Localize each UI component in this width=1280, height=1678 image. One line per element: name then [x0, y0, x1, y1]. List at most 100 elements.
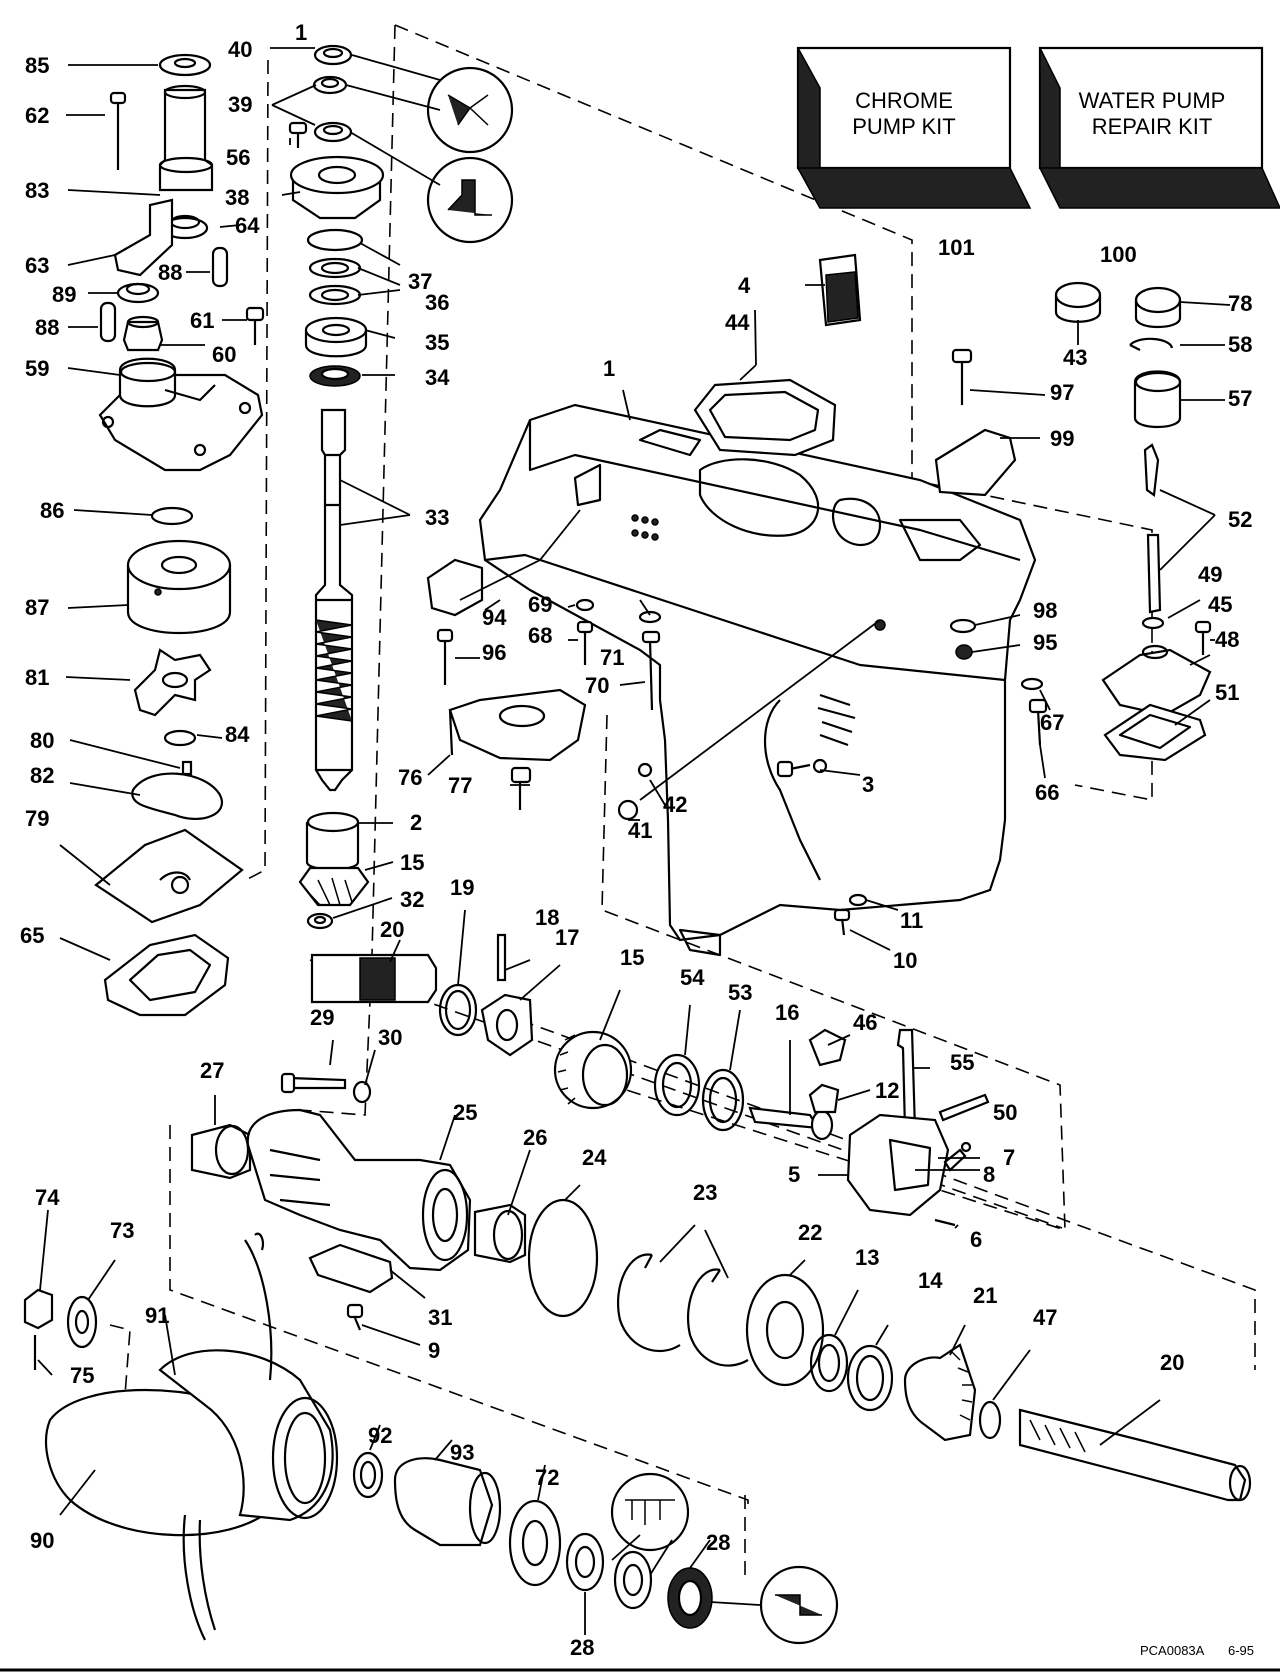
callout-50: 50: [993, 1100, 1017, 1125]
callout-17: 17: [555, 925, 579, 950]
drawing-code: PCA0083A 6-95: [1140, 1643, 1254, 1658]
callout-68: 68: [528, 623, 552, 648]
callout-15-gear: 15: [620, 945, 644, 970]
callout-37: 37: [408, 269, 432, 294]
callout-73: 73: [110, 1218, 134, 1243]
callout-52: 52: [1228, 507, 1252, 532]
callout-39: 39: [228, 92, 252, 117]
seal-detail-callouts: [345, 54, 839, 1645]
callout-93: 93: [450, 1440, 474, 1465]
callout-60: 60: [212, 342, 236, 367]
callout-89: 89: [52, 282, 76, 307]
callout-88-lower: 88: [35, 315, 59, 340]
callout-81: 81: [25, 665, 49, 690]
callout-83: 83: [25, 178, 49, 203]
callout-14: 14: [918, 1268, 943, 1293]
callout-35: 35: [425, 330, 449, 355]
drawing-code-date: 6-95: [1228, 1643, 1254, 1658]
callout-53: 53: [728, 980, 752, 1005]
callout-94: 94: [482, 605, 507, 630]
callout-85: 85: [25, 53, 49, 78]
callout-100: 100: [1100, 242, 1137, 267]
callout-77: 77: [448, 773, 472, 798]
callout-99: 99: [1050, 426, 1074, 451]
callout-47: 47: [1033, 1305, 1057, 1330]
callout-28-right: 28: [706, 1530, 730, 1555]
callout-40: 40: [228, 37, 252, 62]
callout-98: 98: [1033, 598, 1057, 623]
callout-26: 26: [523, 1125, 547, 1150]
callout-78: 78: [1228, 291, 1252, 316]
bearing-carrier-parts: [190, 1072, 1252, 1502]
callout-101: 101: [938, 235, 975, 260]
callout-1-top: 1: [295, 20, 307, 45]
callout-23: 23: [693, 1180, 717, 1205]
callout-97: 97: [1050, 380, 1074, 405]
callout-20-upper: 20: [380, 917, 404, 942]
callout-88-upper: 88: [158, 260, 182, 285]
water-pump-parts: [94, 53, 265, 1017]
shift-linkage-parts: [693, 253, 1212, 762]
callout-91: 91: [145, 1303, 169, 1328]
callout-41: 41: [628, 818, 652, 843]
callout-95: 95: [1033, 630, 1057, 655]
callout-48: 48: [1215, 627, 1239, 652]
callout-36: 36: [425, 290, 449, 315]
callout-2: 2: [410, 810, 422, 835]
callout-11: 11: [900, 908, 923, 933]
callout-42: 42: [663, 792, 687, 817]
callout-63: 63: [25, 253, 49, 278]
drawing-code-id: PCA0083A: [1140, 1643, 1205, 1658]
callout-31: 31: [428, 1305, 452, 1330]
callout-20-propshaft: 20: [1160, 1350, 1184, 1375]
callout-8: 8: [983, 1162, 995, 1187]
callout-5: 5: [788, 1162, 800, 1187]
callout-7: 7: [1003, 1145, 1015, 1170]
callout-72: 72: [535, 1465, 559, 1490]
callout-3: 3: [862, 772, 874, 797]
callout-10: 10: [893, 948, 917, 973]
water-kit-line2: REPAIR KIT: [1092, 114, 1213, 139]
gearcase-housing: [478, 403, 1037, 957]
callout-9: 9: [428, 1338, 440, 1363]
driveshaft-parts: [288, 44, 385, 930]
callout-24: 24: [582, 1145, 607, 1170]
callout-71: 71: [600, 645, 624, 670]
callout-70: 70: [585, 673, 609, 698]
callout-58: 58: [1228, 332, 1252, 357]
chrome-kit-line2: PUMP KIT: [852, 114, 956, 139]
propeller-parts: [23, 1232, 713, 1641]
callout-6: 6: [970, 1227, 982, 1252]
callout-84: 84: [225, 722, 250, 747]
part-number-labels: 85 62 83 64 63 88 89 88 61 60 59 86 87 8…: [20, 20, 1252, 1660]
callout-21: 21: [973, 1283, 997, 1308]
callout-30: 30: [378, 1025, 402, 1050]
callout-15-pinion: 15: [400, 850, 424, 875]
callout-76: 76: [398, 765, 422, 790]
callout-54: 54: [680, 965, 705, 990]
callout-43: 43: [1063, 345, 1087, 370]
callout-49: 49: [1198, 562, 1222, 587]
callout-29: 29: [310, 1005, 334, 1030]
callout-25: 25: [453, 1100, 477, 1125]
callout-45: 45: [1208, 592, 1232, 617]
callout-67: 67: [1040, 710, 1064, 735]
callout-62: 62: [25, 103, 49, 128]
callout-74: 74: [35, 1185, 60, 1210]
callout-57: 57: [1228, 386, 1252, 411]
callout-19: 19: [450, 875, 474, 900]
leader-lines: [37, 47, 1231, 1635]
callout-79: 79: [25, 806, 49, 831]
callout-32: 32: [400, 887, 424, 912]
water-pump-repair-kit: WATER PUMP REPAIR KIT: [1038, 46, 1280, 209]
housing-fasteners: [426, 558, 868, 936]
callout-90: 90: [30, 1528, 54, 1553]
callout-56: 56: [226, 145, 250, 170]
chrome-kit-line1: CHROME: [855, 88, 953, 113]
callout-46: 46: [853, 1010, 877, 1035]
callout-82: 82: [30, 763, 54, 788]
callout-18: 18: [535, 905, 559, 930]
callout-75: 75: [70, 1363, 94, 1388]
callout-86: 86: [40, 498, 64, 523]
